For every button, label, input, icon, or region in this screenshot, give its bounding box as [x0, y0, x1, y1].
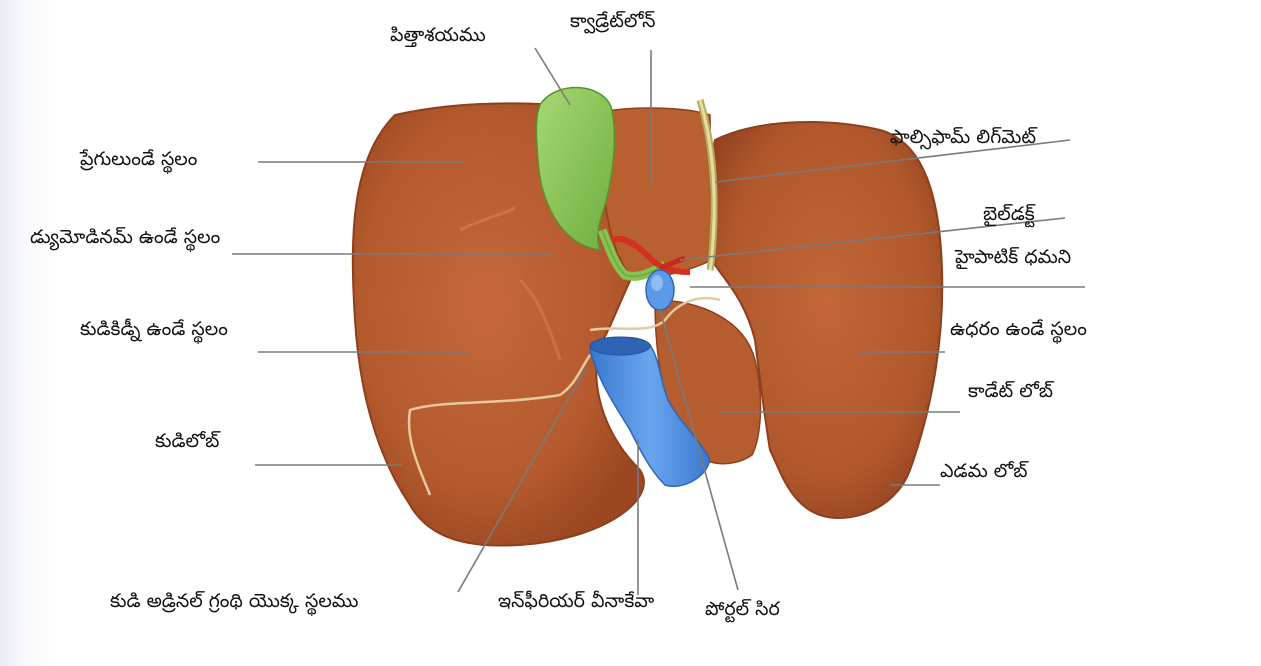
label-portal-vein: పోర్టల్ సిర — [705, 600, 780, 619]
label-right-kidney-area: కుడికిడ్నీ ఉండే స్థలం — [80, 320, 228, 339]
portal-vein-shape — [646, 270, 674, 310]
label-duodenum-area: డ్యుమోడినమ్ ఉండే స్థలం — [30, 228, 220, 247]
label-colon-area: ప్రేగులుండే స్థలం — [80, 150, 197, 169]
label-left-lobe: ఎడమ లోబ్ — [940, 462, 1028, 481]
label-quadrate-lobe: క్వాడ్రేట్‌లోన్ — [570, 12, 655, 31]
label-hepatic-artery: హైపాటిక్ ధమని — [955, 248, 1071, 267]
label-right-lobe: కుడిలోబ్ — [155, 432, 219, 451]
label-right-adrenal-area: కుడి అడ్రినల్ గ్రంథి యొక్క స్థలము — [110, 592, 359, 611]
label-gallbladder: పిత్తాశయము — [390, 26, 486, 45]
label-stomach-area: ఉధరం ఉండే స్థలం — [950, 320, 1087, 339]
quadrate-region-shape — [600, 108, 712, 277]
label-bile-duct: బైల్‌డక్ట్ — [983, 205, 1035, 224]
label-caudate-lobe: కాడేట్ లోబ్ — [968, 382, 1053, 401]
label-inferior-vena-cava: ఇన్‌ఫీరియర్ వీనాకేవా — [498, 592, 654, 611]
label-falciform-ligament: ఫాల్సిఫామ్ లిగ్‌మెట్ — [890, 128, 1036, 147]
